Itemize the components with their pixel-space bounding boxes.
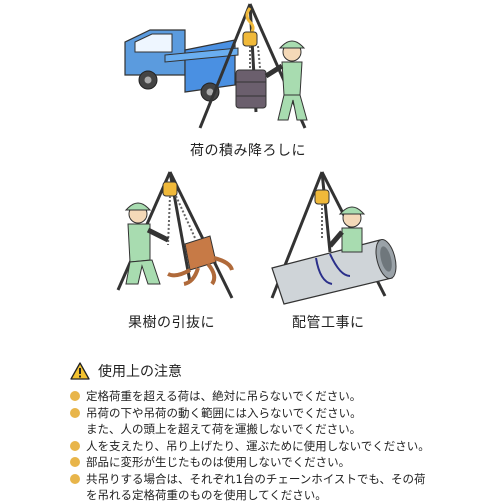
caption-piping: 配管工事に [292,315,365,331]
truck-loading-illustration [124,3,308,129]
note-item: 定格荷重を超える荷は、絶対に吊らないでください。 [70,388,490,405]
note-text: 人を支えたり、吊り上げたり、運ぶために使用しないでください。 [86,438,430,453]
bullet-icon [70,473,80,484]
note-text: 共吊りする場合は、それぞれ1台のチェーンホイストでも、その荷 [86,471,426,486]
bullet-icon [70,440,80,451]
note-item: 共吊りする場合は、それぞれ1台のチェーンホイストでも、その荷 [70,471,490,488]
notes-list: 定格荷重を超える荷は、絶対に吊らないでください。吊荷の下や吊荷の動く範囲には入ら… [70,388,490,504]
caption-loading: 荷の積み降ろしに [190,143,306,159]
fruit-tree-illustration [116,171,234,299]
piping-illustration [270,171,397,305]
usage-notes: 使用上の注意 定格荷重を超える荷は、絶対に吊らないでください。吊荷の下や吊荷の動… [70,360,490,504]
bullet-icon [70,457,80,467]
note-item: また、人の頭上を超えて荷を運搬しないでください。 [70,421,490,438]
warning-icon [70,362,90,380]
note-text: また、人の頭上を超えて荷を運搬しないでください。 [86,422,362,436]
bullet-icon [70,407,80,418]
note-item: を吊れる定格荷重のものを使用してください。 [70,487,490,504]
bullet-icon [70,391,80,401]
note-item: 吊荷の下や吊荷の動く範囲には入らないでください。 [70,405,490,422]
note-item: 人を支えたり、吊り上げたり、運ぶために使用しないでください。 [70,438,490,455]
note-item: 部品に変形が生じたものは使用しないでください。 [70,454,490,471]
notes-title: 使用上の注意 [98,364,182,380]
caption-fruit-tree: 果樹の引抜に [128,315,215,331]
note-text: 定格荷重を超える荷は、絶対に吊らないでください。 [86,389,362,403]
note-text: 吊荷の下や吊荷の動く範囲には入らないでください。 [86,405,362,420]
usage-illustrations [116,3,397,305]
note-text: を吊れる定格荷重のものを使用してください。 [86,488,327,502]
note-text: 部品に変形が生じたものは使用しないでください。 [86,455,351,469]
notes-header: 使用上の注意 [70,360,490,382]
